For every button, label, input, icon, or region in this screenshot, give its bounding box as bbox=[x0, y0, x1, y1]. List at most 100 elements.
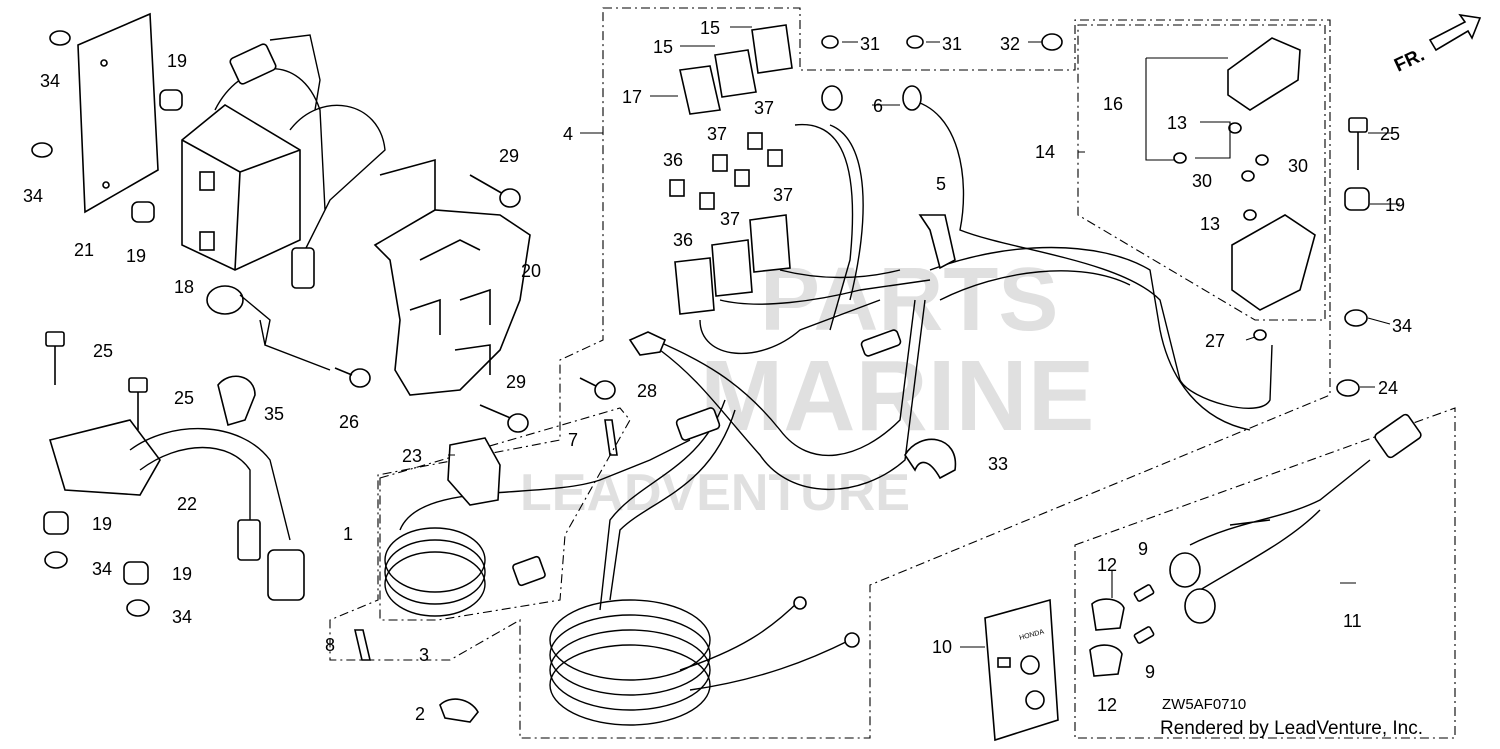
callout-19b: 19 bbox=[126, 246, 146, 266]
battery-lead-6 bbox=[909, 99, 1273, 409]
callout-33: 33 bbox=[988, 454, 1008, 474]
box-cable bbox=[239, 294, 331, 371]
callout-34a: 34 bbox=[40, 71, 60, 91]
bolt-29-bottom-head bbox=[507, 413, 529, 433]
callout-37b: 37 bbox=[707, 124, 727, 144]
relay-15-a bbox=[714, 49, 757, 98]
callout-37a: 37 bbox=[754, 98, 774, 118]
collar-34-right bbox=[1344, 309, 1368, 327]
callout-7: 7 bbox=[568, 430, 578, 450]
callout-11: 11 bbox=[1343, 611, 1362, 631]
callout-31b: 31 bbox=[942, 34, 962, 54]
bolt-25-c-head bbox=[1348, 117, 1368, 133]
front-direction-arrow: FR. bbox=[1391, 13, 1482, 77]
direction-arrow-icon bbox=[1428, 13, 1482, 52]
callout-29a: 29 bbox=[499, 146, 519, 166]
callout-25b: 25 bbox=[93, 341, 113, 361]
callout-15a: 15 bbox=[700, 18, 720, 38]
watermark-line-3: LEADVENTURE bbox=[520, 464, 910, 522]
cover-plate-21 bbox=[77, 12, 159, 214]
screw-30-b bbox=[1255, 154, 1269, 166]
callout-21: 21 bbox=[74, 240, 94, 260]
meter-panel-group: HONDA bbox=[984, 413, 1422, 742]
bulb-9-a bbox=[1133, 584, 1155, 602]
coil-ring bbox=[549, 644, 711, 726]
callout-27: 27 bbox=[1205, 331, 1225, 351]
harness-11-socket bbox=[1184, 588, 1216, 624]
fuse-37-b bbox=[712, 154, 728, 172]
battery-cable-coil bbox=[549, 596, 860, 726]
callout-14: 14 bbox=[1035, 142, 1055, 162]
relay-15-b bbox=[751, 24, 793, 74]
screw-13-b bbox=[1243, 209, 1257, 221]
relay-socket-a bbox=[674, 257, 715, 315]
coil-ring bbox=[549, 629, 711, 711]
relay-17 bbox=[679, 65, 721, 115]
screw-27 bbox=[1253, 329, 1267, 341]
group-outline-1 bbox=[379, 407, 631, 621]
callout-22: 22 bbox=[177, 494, 197, 514]
nut-32 bbox=[1041, 33, 1063, 51]
coil-ring bbox=[549, 614, 711, 696]
direction-label: FR. bbox=[1391, 45, 1428, 77]
callout-19c: 19 bbox=[1385, 195, 1405, 215]
harness-1-plug bbox=[675, 407, 721, 441]
collar-24 bbox=[1336, 379, 1360, 397]
callout-17: 17 bbox=[622, 87, 642, 107]
group-outline-11 bbox=[1074, 407, 1456, 739]
callout-34b: 34 bbox=[23, 186, 43, 206]
switch-cover-16 bbox=[1227, 37, 1301, 111]
main-harness bbox=[599, 85, 1273, 611]
grommet-19-lower-a bbox=[43, 511, 69, 535]
callout-16: 16 bbox=[1103, 94, 1123, 114]
leader bbox=[448, 454, 1356, 648]
control-box-18 bbox=[181, 104, 301, 271]
callout-35: 35 bbox=[264, 404, 284, 424]
nut-31-a bbox=[821, 35, 839, 49]
fuse-36-b bbox=[699, 192, 715, 210]
leader bbox=[650, 26, 1400, 205]
box-connector-plug bbox=[291, 247, 315, 289]
harness-wire bbox=[699, 269, 931, 355]
bolt-26-shank bbox=[334, 367, 353, 376]
watermark-line-2: MARINE bbox=[700, 340, 1094, 452]
watermark: PARTS MARINE LEADVENTURE bbox=[520, 250, 1094, 522]
coil-ring bbox=[384, 539, 486, 605]
callout-4: 4 bbox=[563, 124, 573, 144]
fuse-37-c bbox=[767, 149, 783, 167]
callout-31a: 31 bbox=[860, 34, 880, 54]
screw-30-a bbox=[1241, 170, 1255, 182]
box-tab bbox=[199, 231, 215, 251]
callout-26: 26 bbox=[339, 412, 359, 432]
callout-34c: 34 bbox=[92, 559, 112, 579]
cable-terminal bbox=[844, 632, 860, 648]
switch-base bbox=[1231, 214, 1316, 311]
watermark-line-1: PARTS bbox=[760, 250, 1058, 350]
relay-socket-b bbox=[711, 239, 753, 297]
clamp-5 bbox=[918, 214, 956, 270]
screw-small bbox=[1173, 152, 1187, 164]
pilot-12-b bbox=[1089, 644, 1123, 677]
callout-30b: 30 bbox=[1192, 171, 1212, 191]
band-33 bbox=[904, 438, 957, 480]
grommet-19-lower-b bbox=[123, 561, 149, 585]
leader-lines bbox=[448, 26, 1400, 648]
bracket-22-group bbox=[43, 331, 305, 617]
callout-10: 10 bbox=[932, 637, 952, 657]
callout-8: 8 bbox=[325, 635, 335, 655]
callout-12b: 12 bbox=[1097, 695, 1117, 715]
callout-36a: 36 bbox=[663, 150, 683, 170]
inline-connector bbox=[860, 329, 902, 357]
plate-hole bbox=[102, 181, 110, 189]
grommet-19-right bbox=[1344, 187, 1370, 211]
clamp-2 bbox=[439, 698, 479, 723]
grommet-19-bottom bbox=[131, 201, 155, 223]
fuse-set bbox=[669, 132, 783, 210]
callout-19a: 19 bbox=[167, 51, 187, 71]
harness-11-socket bbox=[1169, 552, 1201, 588]
callout-13a: 13 bbox=[1167, 113, 1187, 133]
bracket-22-harness bbox=[129, 428, 291, 541]
bracket-detail bbox=[379, 158, 491, 375]
bolt-34-mid bbox=[31, 142, 53, 158]
callout-5: 5 bbox=[936, 174, 946, 194]
